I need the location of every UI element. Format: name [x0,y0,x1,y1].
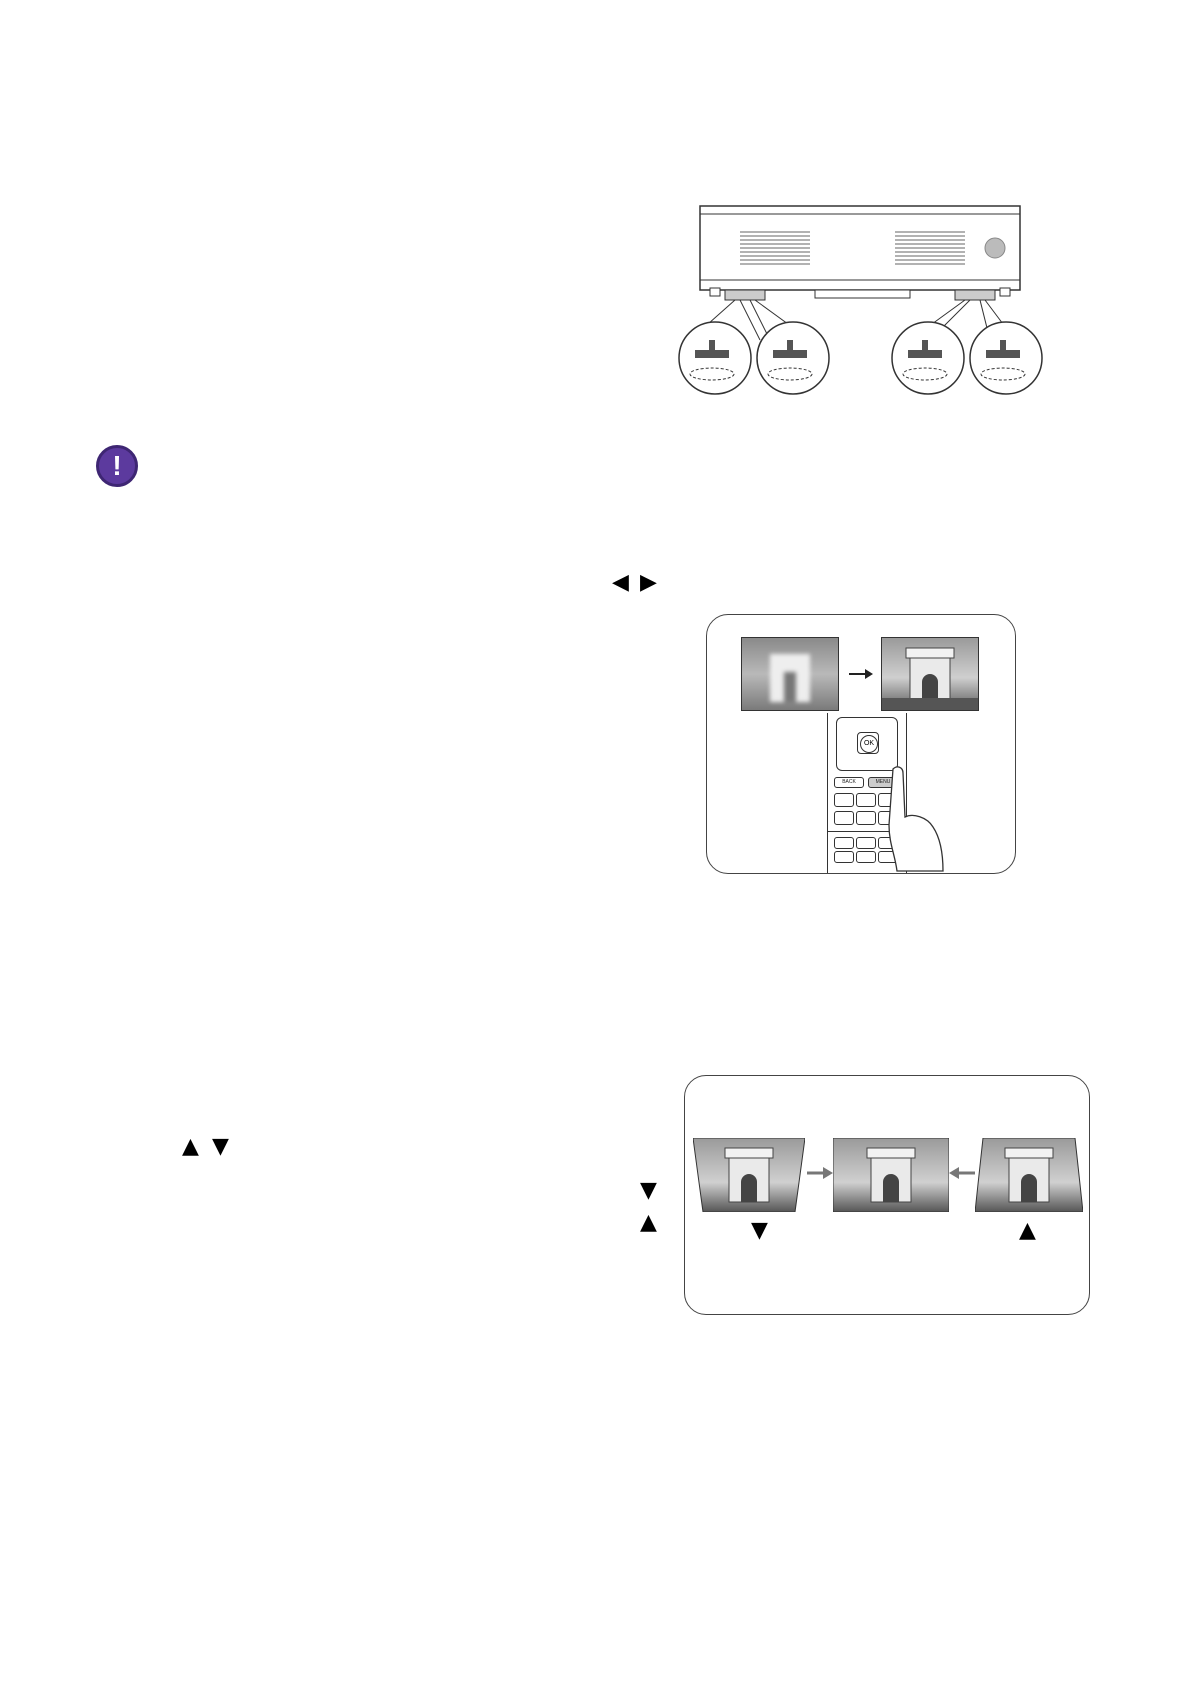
focus-adjust-figure: OK BACK MENU [706,614,1016,874]
remote-key [834,851,854,863]
triangle-down-icon: ▼ [212,1136,229,1158]
triangle-down-icon: ▼ [640,1180,657,1202]
remote-key [834,793,854,807]
blurry-image [741,637,839,711]
triangle-up-icon: ▲ [640,1212,657,1234]
back-button: BACK [834,777,864,788]
ok-button: OK [860,735,878,753]
remote-key [856,837,876,849]
note-exclamation-icon: ! [96,445,138,487]
remote-key [834,811,854,825]
hand-icon [883,765,953,873]
focused-image [881,637,979,711]
arrow-right-icon [805,1166,835,1180]
triangle-up-icon: ▲ [1019,1220,1036,1242]
triangle-left-icon: ◀ [612,572,629,594]
keystone-figure: ▼ ▲ [684,1075,1090,1315]
remote-key [856,851,876,863]
triangle-right-icon: ▶ [640,572,657,594]
arrow-left-icon [947,1166,977,1180]
triangle-up-icon: ▲ [182,1136,199,1158]
remote-key [834,837,854,849]
arrow-right-icon [847,667,875,681]
keystone-top-wide-image [693,1138,805,1212]
remote-key [856,793,876,807]
triangle-down-icon: ▼ [751,1220,768,1242]
keystone-corrected-image [833,1138,949,1212]
remote-dpad: OK [836,717,898,771]
remote-key [856,811,876,825]
keystone-bottom-wide-image [975,1138,1083,1212]
projector-adjuster-feet-figure [660,200,1060,400]
